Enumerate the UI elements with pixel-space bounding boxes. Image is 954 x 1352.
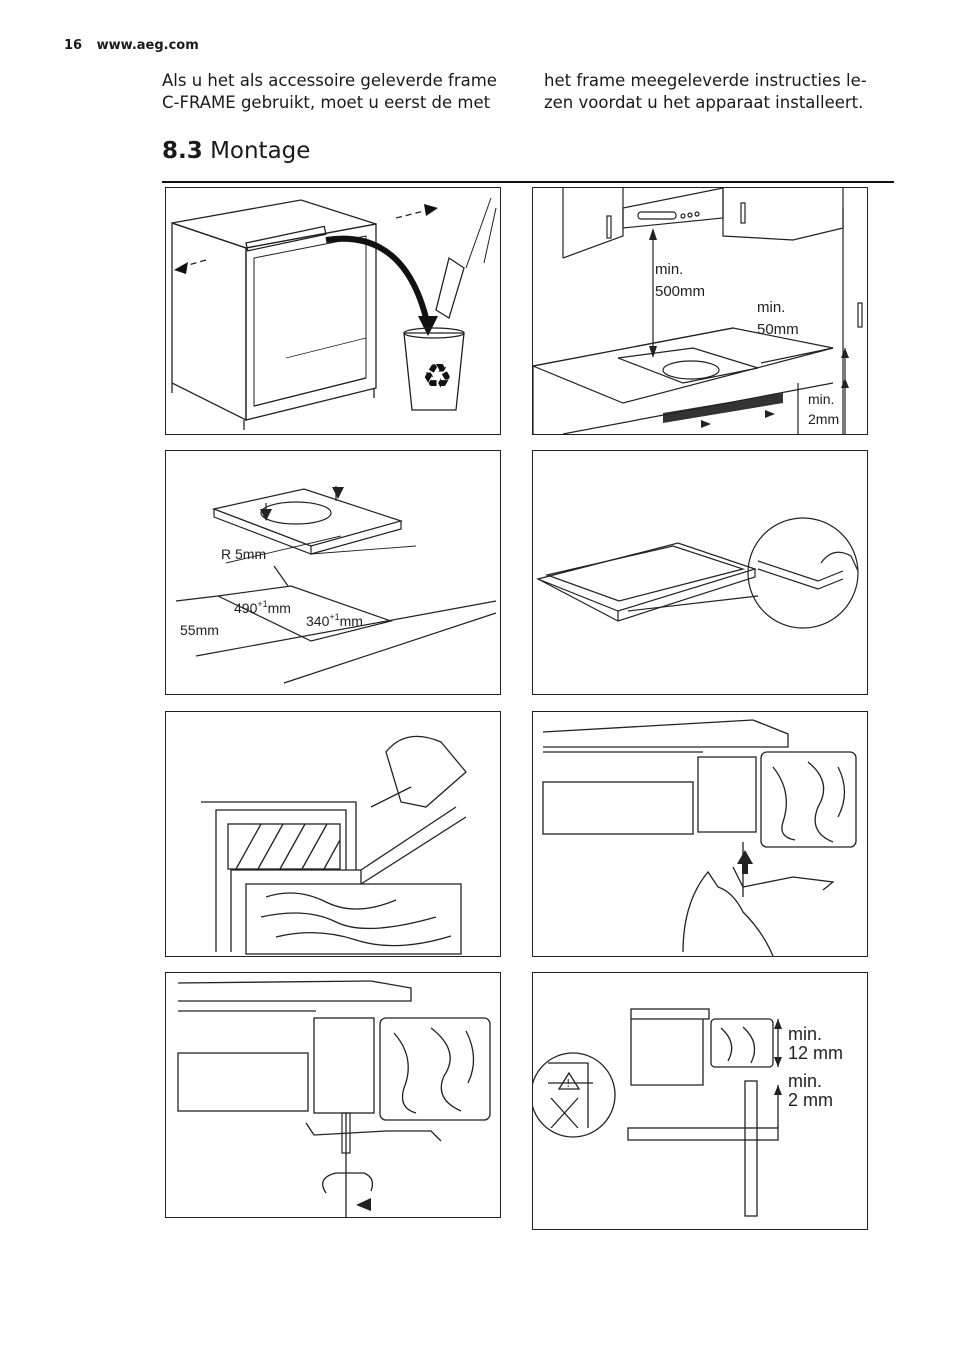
cabinet-illustration: ♻ (171, 197, 497, 430)
label-min-12-line1: min. (788, 1024, 822, 1044)
section-title: Montage (210, 138, 311, 164)
intro-column-2: het frame meegeleverde instructies le-ze… (544, 71, 867, 112)
tighten-illustration (177, 980, 491, 1217)
cutout-illustration: R 5mm 490+1mm 340+1mm 55mm (175, 486, 497, 684)
figure-cut-seal (165, 711, 501, 957)
label-min-2-mm-line1: min. (788, 1071, 822, 1091)
label-edge: 55mm (180, 622, 219, 638)
recycle-icon: ♻ (422, 357, 452, 397)
section-heading: 8.3 Montage (162, 138, 310, 164)
label-min-500-line1: min. (655, 261, 683, 278)
label-min-2-line2: 2mm (808, 411, 839, 427)
page-number: 16 (64, 38, 83, 53)
figure-bracket (532, 711, 868, 957)
intro-column-1: Als u het als accessoire geleverde frame… (162, 71, 497, 112)
section-number: 8.3 (162, 138, 203, 164)
figure-cutout-dimensions: R 5mm 490+1mm 340+1mm 55mm (165, 450, 501, 695)
label-width: 490+1mm (234, 599, 291, 616)
kitchen-illustration: min. 500mm min. 50mm min. 2mm (533, 188, 863, 434)
label-min-50-line1: min. (757, 299, 785, 316)
label-min-2-line1: min. (808, 391, 834, 407)
label-min-12-line2: 12 mm (788, 1043, 843, 1063)
label-radius: R 5mm (221, 546, 266, 562)
figure-seal (532, 450, 868, 695)
figure-thickness: ! min. 12 mm min. 2 mm (532, 972, 868, 1230)
thickness-illustration: ! min. 12 mm min. 2 mm (533, 1008, 843, 1217)
site-url: www.aeg.com (96, 38, 199, 53)
bracket-illustration (542, 719, 857, 956)
cut-seal-illustration (201, 735, 467, 955)
seal-illustration (536, 517, 859, 629)
warning-icon: ! (566, 1077, 570, 1090)
label-min-50-line2: 50mm (757, 321, 799, 338)
label-depth: 340+1mm (306, 612, 363, 629)
section-rule (162, 181, 894, 183)
figure-remove-panel: ♻ (165, 187, 501, 435)
label-min-500-line2: 500mm (655, 283, 705, 300)
label-min-2-mm-line2: 2 mm (788, 1090, 833, 1110)
figure-clearances: min. 500mm min. 50mm min. 2mm (532, 187, 868, 435)
page-header: 16 www.aeg.com (64, 38, 199, 53)
figure-tighten (165, 972, 501, 1218)
